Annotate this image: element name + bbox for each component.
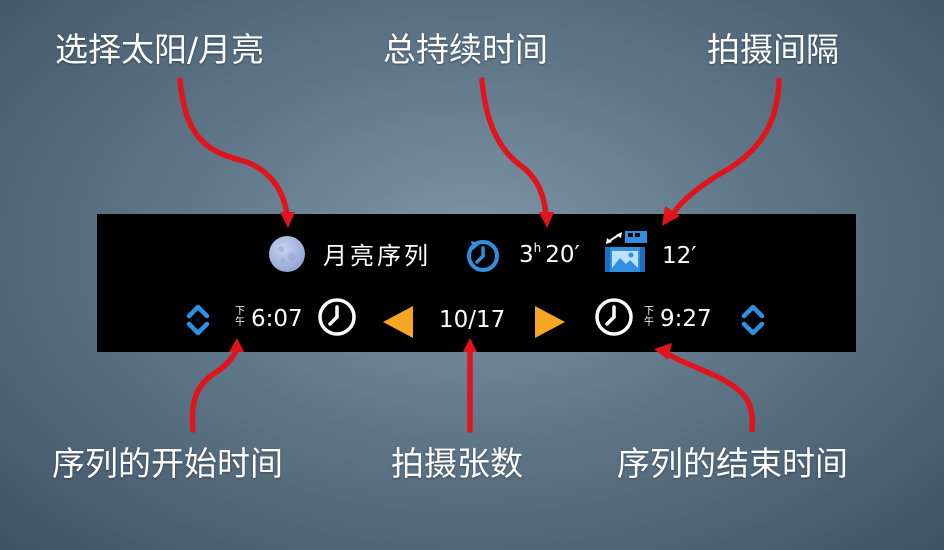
end-ampm: 下午 [644, 306, 654, 328]
moon-icon[interactable] [268, 235, 306, 273]
interval-value[interactable]: 12′ [662, 243, 697, 269]
arrow-interval [670, 77, 782, 217]
arrow-duration [479, 77, 549, 217]
arrow-end-time [662, 349, 756, 433]
duration-hours: 3 [519, 242, 534, 268]
next-shot-button[interactable] [533, 304, 567, 340]
shot-count-annotation: 拍摄张数 [391, 444, 523, 483]
sequence-end-time-annotation: 序列的结束时间 [617, 444, 848, 483]
start-time-value: 6:07 [251, 306, 303, 332]
sequence-label: 月亮序列 [323, 242, 431, 270]
start-clock-icon[interactable] [316, 296, 358, 338]
total-duration-annotation: 总持续时间 [383, 30, 548, 69]
previous-shot-button[interactable] [381, 304, 415, 340]
arrow-sun-moon [177, 77, 290, 217]
start-ampm: 下午 [235, 306, 245, 328]
select-sun-moon-annotation: 选择太阳/月亮 [55, 30, 265, 69]
arrowhead-interval [662, 206, 680, 226]
duration-minutes: 20′ [545, 242, 580, 268]
arrowhead-shot-count [463, 338, 477, 352]
arrowhead-sun-moon [280, 212, 295, 228]
start-time-stepper[interactable] [185, 302, 211, 338]
arrowhead-start-time [229, 338, 244, 352]
end-clock-icon[interactable] [593, 296, 635, 338]
clock-refresh-icon[interactable] [464, 235, 504, 275]
shooting-interval-annotation: 拍摄间隔 [707, 30, 839, 69]
end-time-value: 9:27 [660, 306, 712, 332]
arrow-start-time [189, 347, 239, 433]
start-time[interactable]: 下午 6:07 [235, 302, 315, 336]
end-time-stepper[interactable] [740, 302, 766, 338]
duration-hours-unit: h [533, 241, 542, 255]
arrowhead-end-time [654, 343, 672, 360]
sequence-start-time-annotation: 序列的开始时间 [52, 444, 283, 483]
photo-interval-icon[interactable] [602, 230, 650, 274]
end-time[interactable]: 下午 9:27 [644, 302, 724, 336]
shot-progress: 10/17 [439, 307, 506, 333]
arrowhead-duration [539, 212, 554, 228]
